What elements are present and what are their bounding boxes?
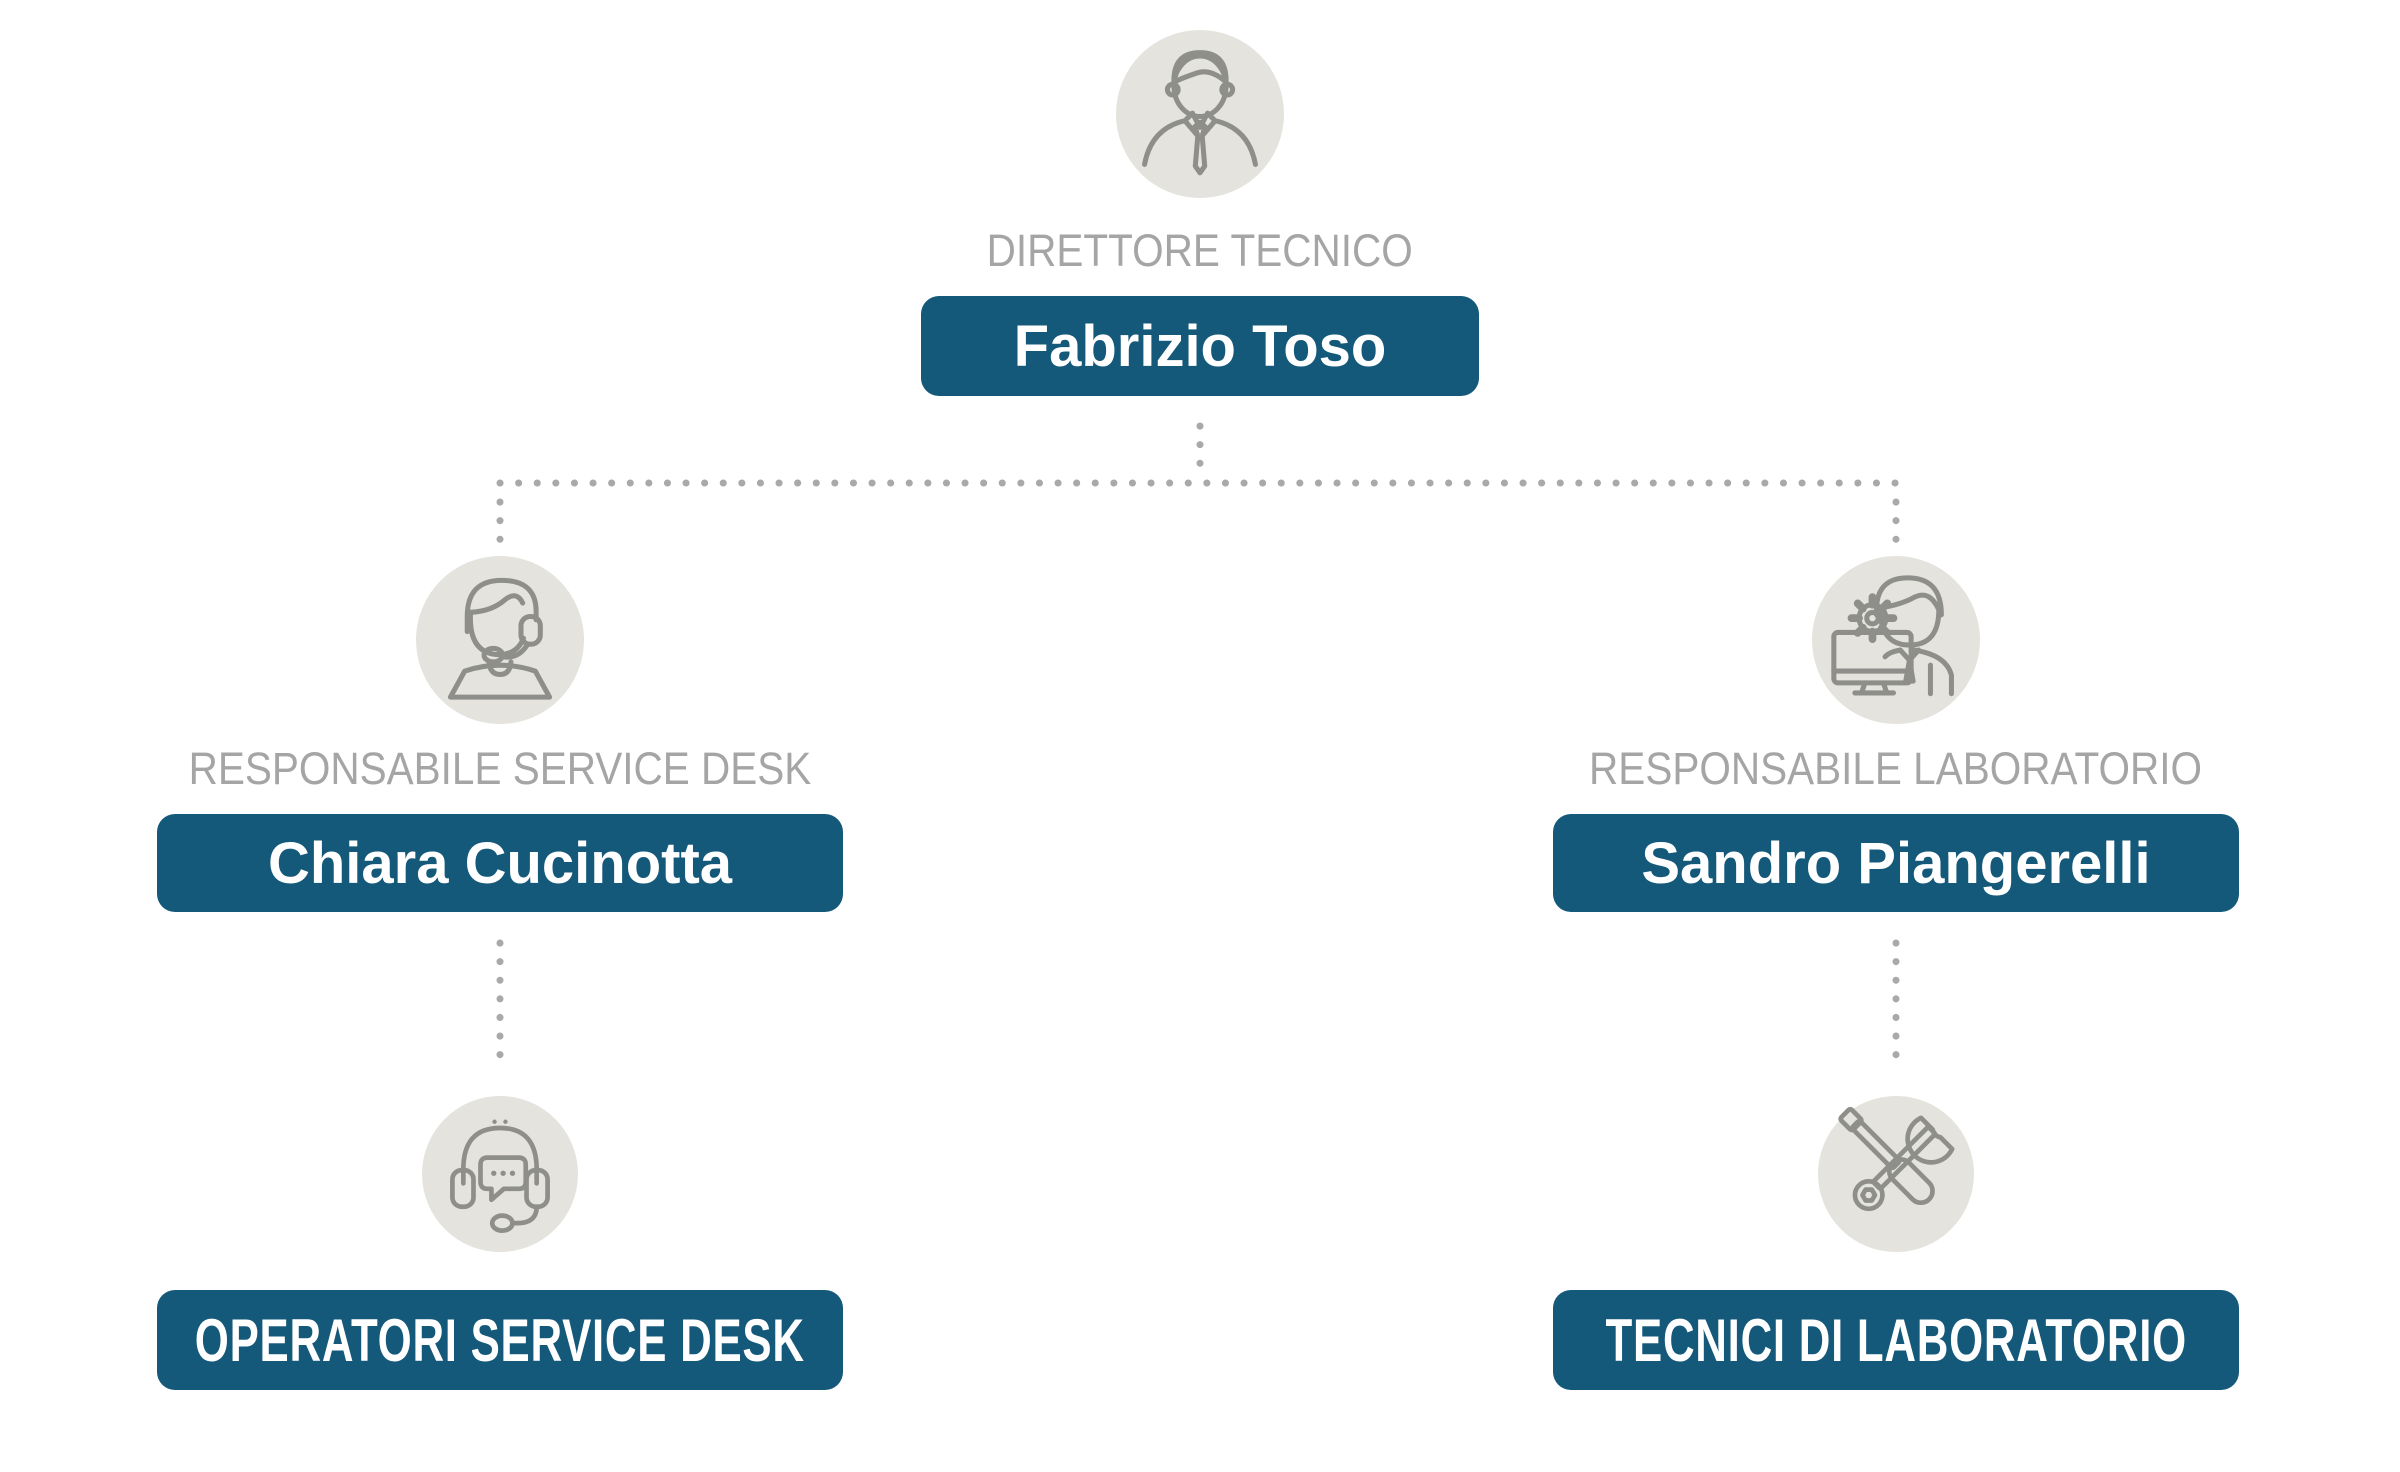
avatar-responsabile-service-desk: [416, 556, 584, 724]
role-label-direttore: DIRETTORE TECNICO: [900, 225, 1500, 276]
avatar-direttore: [1116, 30, 1284, 198]
role-label-service-desk: RESPONSABILE SERVICE DESK: [150, 743, 850, 794]
team-box-tecnici-laboratorio: TECNICI DI LABORATORIO: [1553, 1290, 2239, 1390]
tools-icon: [1838, 1106, 1955, 1212]
avatar-responsabile-laboratorio: [1812, 556, 1980, 724]
avatar-operatori-service-desk: [422, 1096, 578, 1252]
technician-gear-icon: [1831, 575, 1954, 697]
role-label-text: RESPONSABILE LABORATORIO: [1589, 743, 2203, 794]
person-icon: [1142, 50, 1258, 176]
role-label-laboratorio: RESPONSABILE LABORATORIO: [1546, 743, 2246, 794]
team-box-text: OPERATORI SERVICE DESK: [195, 1306, 805, 1374]
team-box-text: TECNICI DI LABORATORIO: [1605, 1306, 2187, 1374]
role-label-text: DIRETTORE TECNICO: [986, 225, 1414, 276]
avatar-tecnici-laboratorio: [1818, 1096, 1974, 1252]
name-box-laboratorio: Sandro Piangerelli: [1553, 814, 2239, 912]
headset-chat-icon: [450, 1119, 550, 1233]
team-box-operatori-service-desk: OPERATORI SERVICE DESK: [157, 1290, 843, 1390]
support-agent-icon: [447, 577, 553, 700]
name-box-direttore: Fabrizio Toso: [921, 296, 1479, 396]
role-label-text: RESPONSABILE SERVICE DESK: [188, 743, 812, 794]
name-box-service-desk: Chiara Cucinotta: [157, 814, 843, 912]
